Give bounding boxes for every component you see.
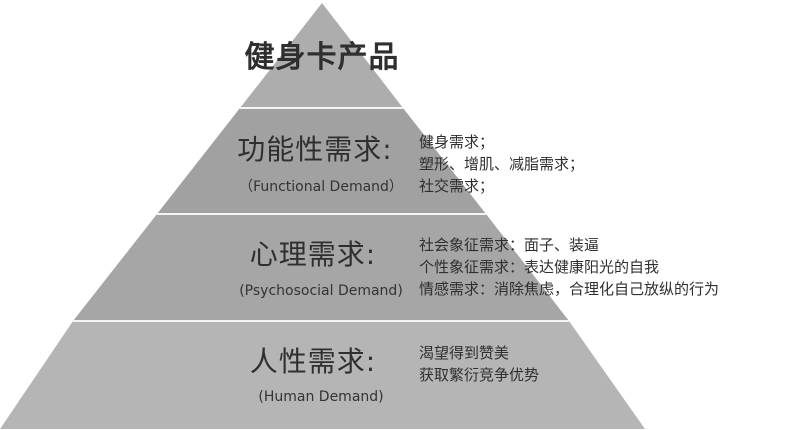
- psychological-needs-list: 社会象征需求：面子、装逼 个性象征需求：表达健康阳光的自我 情感需求：消除焦虑，…: [419, 234, 719, 300]
- pyramid-tier-functional: [157, 108, 486, 214]
- tier-subtitle-functional: （Functional Demand）: [239, 179, 403, 195]
- list-item: 渴望得到赞美: [419, 344, 510, 362]
- list-item: 塑形、增肌、减脂需求；: [419, 155, 585, 173]
- pyramid-tier-human: [0, 321, 645, 429]
- tier-title-functional: 功能性需求:: [237, 133, 393, 166]
- list-item: 个性象征需求：表达健康阳光的自我: [419, 258, 660, 276]
- list-item: 情感需求：消除焦虑，合理化自己放纵的行为: [419, 280, 720, 298]
- human-needs-list: 渴望得到赞美 获取繁衍竞争优势: [419, 342, 539, 386]
- tier-subtitle-psychological: (Psychosocial Demand): [239, 283, 403, 299]
- pyramid-title: 健身卡产品: [244, 40, 400, 75]
- list-item: 获取繁衍竞争优势: [419, 366, 540, 384]
- pyramid-tier-psychological: [73, 214, 569, 321]
- tier-subtitle-human: (Human Demand): [258, 389, 384, 405]
- pyramid-tier-top: [240, 3, 403, 108]
- functional-needs-list: 健身需求； 塑形、增肌、减脂需求； 社交需求；: [419, 131, 584, 197]
- list-item: 社交需求；: [419, 177, 495, 195]
- tier-title-psychological: 心理需求:: [249, 238, 377, 271]
- tier-title-human: 人性需求:: [249, 345, 377, 378]
- list-item: 健身需求；: [419, 133, 495, 151]
- list-item: 社会象征需求：面子、装逼: [419, 236, 600, 254]
